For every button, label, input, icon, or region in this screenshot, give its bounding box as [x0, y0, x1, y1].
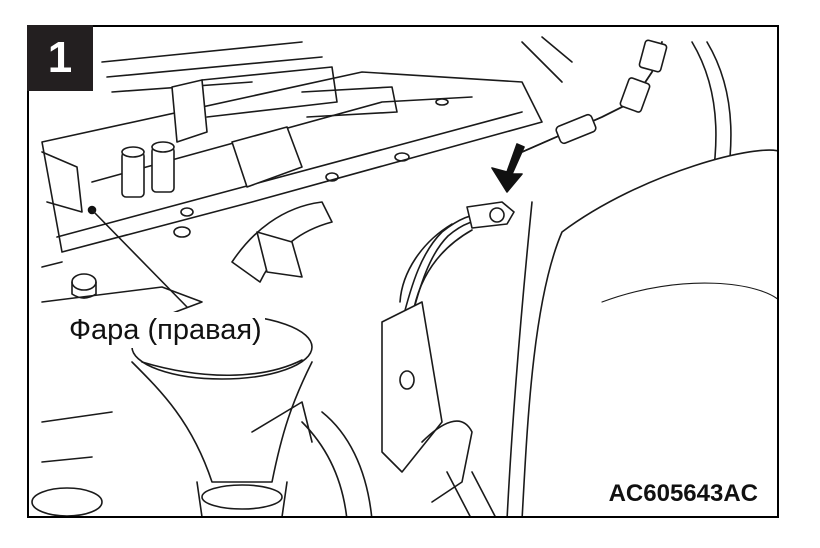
bolt [71, 273, 97, 291]
headlight-housing [131, 361, 313, 483]
lower-hose [301, 421, 348, 516]
arrow-indicator [491, 143, 525, 193]
block-shape [231, 126, 303, 188]
engine-bay-line-drawing [31, 36, 777, 516]
headlight-callout-label: Фара (правая) [66, 312, 265, 348]
illustration-frame [27, 25, 779, 518]
pipe-fitting [555, 113, 597, 145]
post-left [121, 151, 145, 198]
fender-panel [521, 149, 777, 516]
post-right [151, 146, 175, 193]
figure-code: AC605643AC [606, 480, 760, 508]
step-number-badge: 1 [27, 25, 93, 91]
hood-panel-lines [101, 41, 323, 93]
hood-latch-bracket [171, 79, 208, 143]
connector-terminal [489, 207, 505, 223]
leader-line [91, 209, 188, 308]
